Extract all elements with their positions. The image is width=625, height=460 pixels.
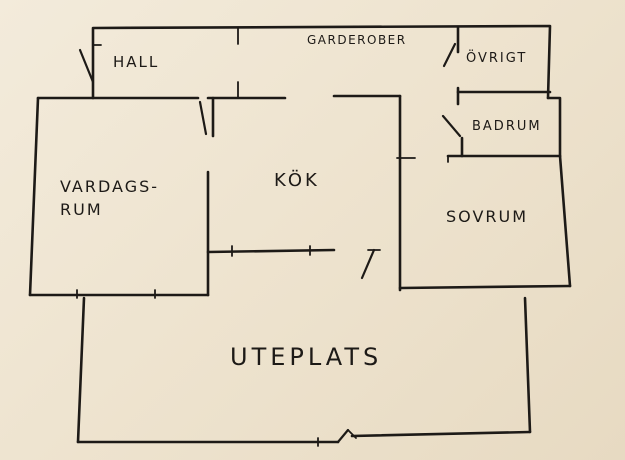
sovrum-walls <box>398 154 572 290</box>
room-label-uteplats: UTEPLATS <box>230 343 383 371</box>
room-label-garderober: GARDEROBER <box>307 33 407 47</box>
room-label-vardagsrum: VARDAGS- RUM <box>60 177 160 220</box>
kok-walls <box>206 94 416 292</box>
room-label-badrum: BADRUM <box>472 119 542 134</box>
hall-door <box>78 48 95 84</box>
vardagsrum-walls <box>28 96 210 299</box>
uteplats-gate <box>336 428 357 444</box>
badrum-door <box>441 114 462 138</box>
service-column-walls <box>446 26 562 158</box>
room-label-hall: HALL <box>113 53 160 71</box>
room-label-ovrigt: ÖVRIGT <box>466 51 528 66</box>
ovrigt-door <box>442 42 457 68</box>
uteplats-walls <box>76 296 532 447</box>
garderober-walls <box>91 24 552 100</box>
kok-door <box>198 100 208 136</box>
room-label-kok: KÖK <box>274 170 320 191</box>
sovrum-entry-door <box>360 248 381 280</box>
room-label-sovrum: SOVRUM <box>446 207 529 226</box>
